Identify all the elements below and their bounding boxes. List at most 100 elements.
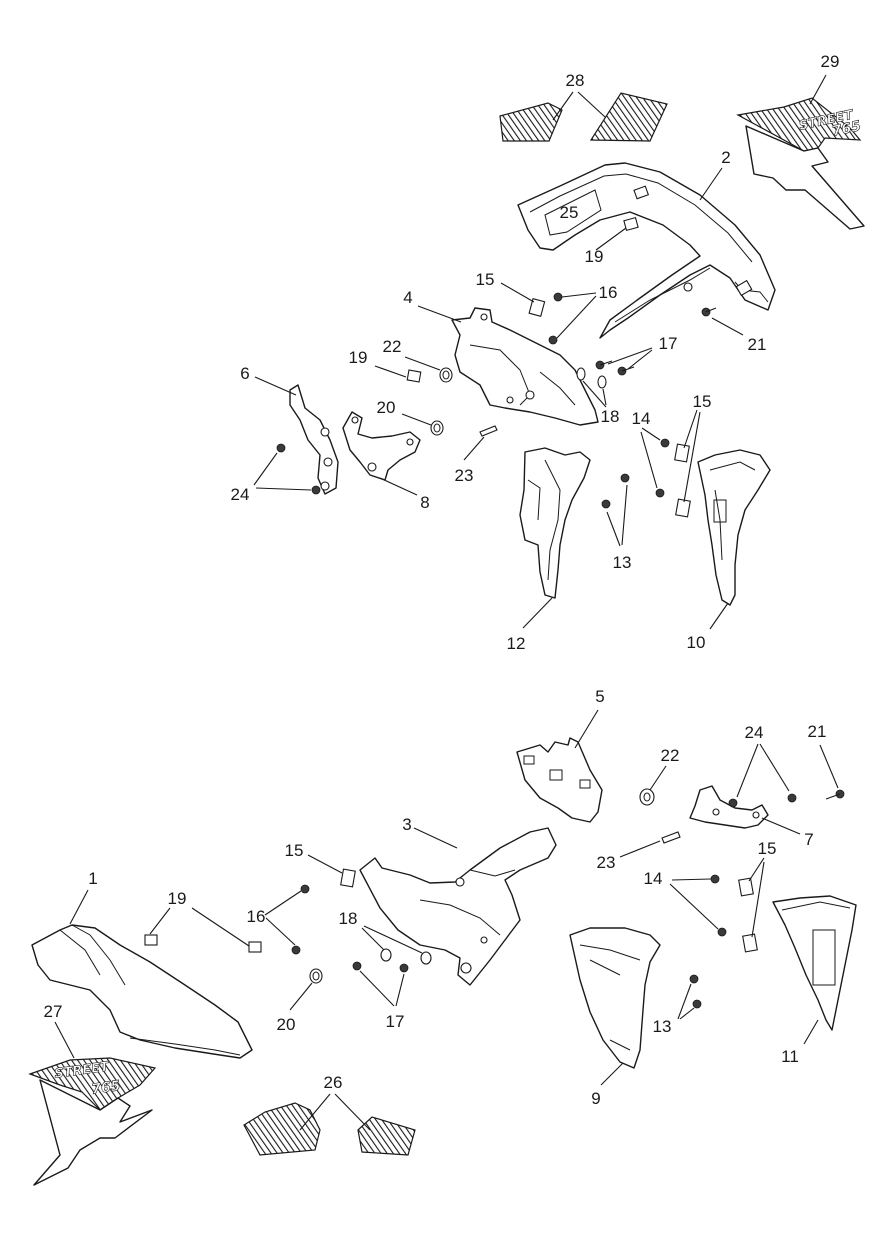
front-cover-upper: [517, 162, 776, 339]
screw-14-lower-b: [717, 927, 727, 937]
screw-13-upper-b: [601, 499, 611, 509]
callout-5: 5: [595, 687, 604, 706]
callout-20-lower: 20: [277, 1015, 296, 1034]
callout-18-lower: 18: [339, 909, 358, 928]
callout-24-lower: 24: [745, 723, 764, 742]
callout-16-lower: 16: [247, 907, 266, 926]
screw-13-lower-b: [692, 999, 702, 1009]
callout-12: 12: [507, 634, 526, 653]
callout-26: 26: [324, 1073, 343, 1092]
callout-14-lower: 14: [644, 869, 663, 888]
screw-16-upper-a: [553, 292, 563, 302]
side-panel-11: [772, 895, 857, 1031]
callout-10: 10: [687, 633, 706, 652]
side-panel-9: [569, 927, 661, 1069]
callout-14-upper: 14: [632, 409, 651, 428]
knee-pad-left-upper: [499, 102, 563, 142]
callout-21-lower: 21: [808, 722, 827, 741]
side-panel-12: [519, 447, 591, 599]
callout-labels: 28 29 2 25 19 15 16 4 21 17 22 19 6 18 2…: [44, 52, 840, 1108]
decal-logo-number-lower: 765: [90, 1078, 121, 1098]
screw-21-upper: [701, 307, 717, 317]
knee-pad-left-lower: [243, 1102, 321, 1156]
screw-24-lower-b: [787, 793, 797, 803]
mounting-bracket-upper-4: [451, 307, 599, 426]
bolt-17-upper-b: [617, 366, 635, 376]
callout-20-upper: 20: [377, 398, 396, 417]
washer-18-upper-b: [597, 375, 607, 389]
callout-18-upper: 18: [601, 407, 620, 426]
clip-19-lower-b: [248, 941, 262, 953]
callout-19-lower: 19: [168, 889, 187, 908]
callout-7: 7: [804, 830, 813, 849]
grommet-22-lower: [639, 788, 655, 806]
bolt-17-upper-a: [595, 360, 613, 370]
screw-14-lower-a: [710, 874, 720, 884]
speed-nut-15-lower-a: [340, 868, 356, 888]
callout-15-lower-b: 15: [758, 839, 777, 858]
knee-pad-right-upper: [589, 92, 668, 142]
washer-18-lower-a: [380, 948, 392, 962]
pin-23-lower: [661, 831, 681, 844]
callout-16-upper: 16: [599, 283, 618, 302]
speed-nut-15-upper-a: [528, 298, 546, 317]
callout-2: 2: [721, 148, 730, 167]
callout-25: 25: [560, 203, 579, 222]
bracket-5-lower: [516, 737, 603, 823]
speed-nut-15-upper-c: [675, 498, 691, 518]
clip-19-upper-cover: [623, 216, 639, 232]
screw-24-lower-a: [728, 798, 738, 808]
callout-19-upper-b: 19: [349, 348, 368, 367]
callout-9: 9: [591, 1089, 600, 1108]
decal-lower: STREET 765: [28, 1057, 157, 1186]
callout-8: 8: [420, 493, 429, 512]
screw-16-lower-a: [300, 884, 310, 894]
grommet-20-upper: [430, 420, 444, 436]
bracket-7-lower: [689, 785, 769, 829]
callout-27: 27: [44, 1002, 63, 1021]
bolt-17-lower-b: [399, 963, 409, 973]
washer-18-upper-a: [576, 367, 586, 381]
washer-18-lower-b: [420, 951, 432, 965]
callout-19-upper-a: 19: [585, 247, 604, 266]
grommet-20-lower: [309, 968, 323, 984]
callout-23-lower: 23: [597, 853, 616, 872]
callout-29: 29: [821, 52, 840, 71]
callout-13-upper: 13: [613, 553, 632, 572]
decal-logo-number: 765: [831, 118, 863, 140]
screw-14-upper-a: [660, 438, 670, 448]
leader-lines: [54, 74, 839, 1131]
callout-6: 6: [240, 364, 249, 383]
grommet-22-upper: [439, 367, 453, 383]
pin-23-upper: [479, 425, 498, 437]
screw-16-upper-b: [548, 335, 558, 345]
callout-15-upper-a: 15: [476, 270, 495, 289]
bolt-17-lower-a: [352, 961, 362, 971]
screw-24-upper-b: [311, 485, 321, 495]
clip-19-upper-b: [406, 369, 422, 383]
side-panel-10: [697, 449, 771, 606]
callout-28: 28: [566, 71, 585, 90]
callout-23-upper: 23: [455, 466, 474, 485]
screw-13-upper-a: [620, 473, 630, 483]
callout-15-upper-b: 15: [693, 392, 712, 411]
knee-pad-right-lower: [357, 1116, 416, 1156]
front-cover-lower: [31, 924, 253, 1059]
screw-14-upper-b: [655, 488, 665, 498]
screw-13-lower-a: [689, 974, 699, 984]
callout-17-upper: 17: [659, 334, 678, 353]
speed-nut-15-lower-c: [742, 933, 758, 953]
callout-21-upper: 21: [748, 335, 767, 354]
decal-upper: STREET 765: [736, 97, 865, 230]
callout-24-upper: 24: [231, 485, 250, 504]
callout-17-lower: 17: [386, 1012, 405, 1031]
callout-13-lower: 13: [653, 1017, 672, 1036]
callout-4: 4: [403, 288, 412, 307]
screw-21-lower: [825, 789, 845, 800]
callout-11: 11: [781, 1047, 799, 1066]
screw-16-lower-b: [291, 945, 301, 955]
clip-19-lower-a: [144, 934, 158, 946]
callout-22-upper: 22: [383, 337, 402, 356]
speed-nut-15-upper-b: [674, 443, 690, 463]
